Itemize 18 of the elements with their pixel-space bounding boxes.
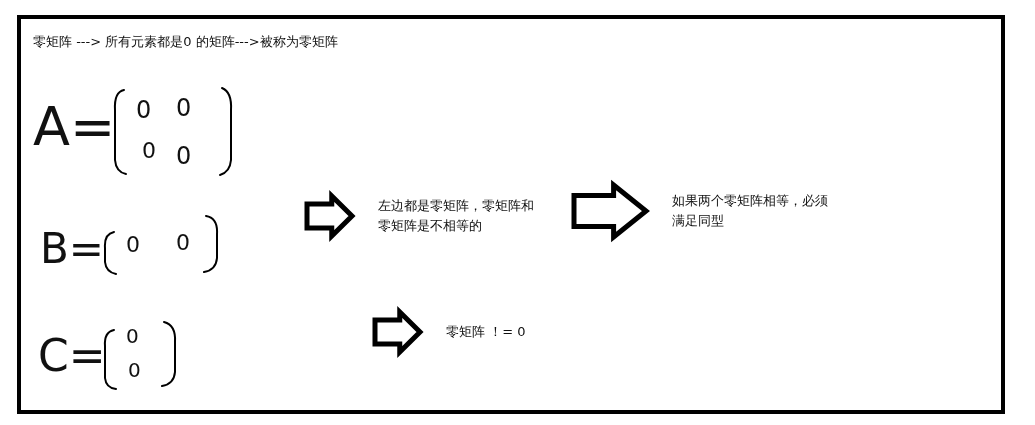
- handwritten-text: 0: [128, 360, 141, 380]
- handwritten-text: 0: [136, 98, 152, 122]
- note-text: 零矩阵 ！= 0: [446, 322, 586, 342]
- arrow: [304, 190, 356, 242]
- handwritten-text: 0: [176, 96, 192, 120]
- handwritten-text: 0: [126, 234, 140, 256]
- note-text: 左边都是零矩阵，零矩阵和零矩阵是不相等的: [378, 196, 538, 236]
- arrow: [372, 306, 424, 358]
- handwritten-text: C=: [38, 334, 106, 378]
- handwritten-text: B=: [40, 228, 104, 270]
- arrow: [571, 179, 650, 243]
- handwritten-text: 0: [176, 232, 190, 254]
- handwritten-text: 0: [176, 144, 192, 168]
- title: 零矩阵 ---> 所有元素都是0 的矩阵--->被称为零矩阵: [33, 33, 338, 51]
- note-text: 如果两个零矩阵相等，必须满足同型: [672, 191, 832, 231]
- handwritten-text: A=: [33, 100, 116, 154]
- handwritten-text: 0: [126, 326, 139, 346]
- handwritten-text: 0: [142, 140, 156, 162]
